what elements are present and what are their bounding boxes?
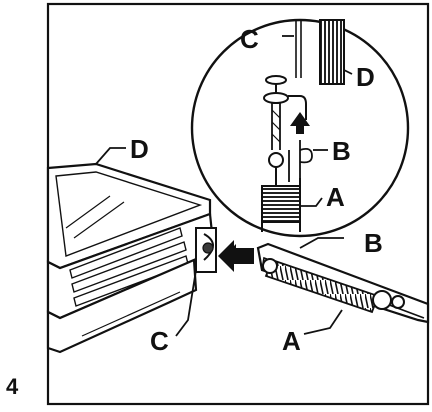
- label-d-left: D: [130, 134, 149, 164]
- label-b-top: B: [332, 136, 351, 166]
- label-b-right: B: [364, 228, 383, 258]
- label-c-top: C: [240, 24, 259, 54]
- detail-inset: C D B A: [190, 18, 410, 238]
- detail-panel-d: [319, 19, 345, 85]
- detail-rod-c: [295, 20, 302, 78]
- label-d-top: D: [356, 62, 375, 92]
- spring-arm: [256, 242, 430, 324]
- detail-up-arrow: [290, 112, 310, 134]
- detail-spring-a: [261, 178, 301, 232]
- label-a-top: A: [326, 182, 345, 212]
- label-c-bottom: C: [150, 326, 169, 356]
- insert-arrow: [218, 240, 254, 272]
- step-number: 4: [6, 374, 19, 399]
- detail-hook-assembly: [263, 75, 313, 186]
- appliance-unit: [46, 162, 246, 354]
- label-a-bottom: A: [282, 326, 301, 356]
